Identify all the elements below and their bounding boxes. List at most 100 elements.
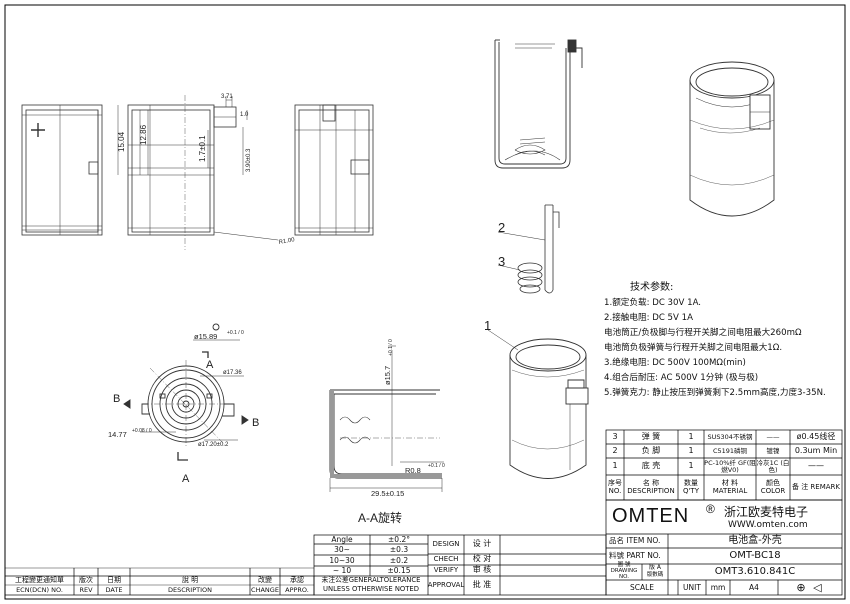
dim-height-total: 15.04 (117, 131, 126, 152)
tolerance-caption-2: UNLESS OTHERWISE NOTED (323, 585, 419, 594)
callout-2: 2 (498, 220, 505, 235)
tolerance-value: ±0.2° (388, 534, 410, 544)
dim-top-h2: 1.0 (240, 112, 249, 118)
tolerance-value: ±0.2 (389, 555, 409, 565)
dim-dia-1720: ø17.20±0.2 (198, 442, 229, 448)
dim-39: 3.90±0.3 (246, 148, 252, 172)
section-aa-dims: ø15.7 +0.1 / 0 R0.8 +0.1 / 0 29.5±0.15 A… (358, 339, 445, 525)
side-view (117, 95, 279, 250)
section-aa-view (329, 345, 444, 492)
bom-cell-qty: 1 (688, 445, 694, 455)
company-logo: OMTEN (612, 505, 690, 527)
dim-dia-top-tol: +0.1 / 0 (227, 330, 244, 336)
part-label: 料號 PART NO. (609, 551, 661, 561)
tolerance-range: 10~30 (329, 555, 355, 565)
approval-en: DESIGN (432, 539, 460, 548)
bom-grid (605, 429, 843, 596)
dim-height-inner: 12.86 (139, 124, 148, 145)
section-top-view (494, 39, 583, 169)
callout-1: 1 (484, 318, 491, 333)
dim-radius: R1.00 (278, 237, 295, 246)
company-url: WWW.omten.com (728, 520, 808, 530)
bottom-view-dims: A A B B ø15.89 +0.1 / 0 ø17.36 14.77 +0.… (108, 330, 259, 485)
iso-view-bottom (487, 329, 589, 479)
tech-param-line: 3.绝缘电阻: DC 500V 100MΩ(min) (604, 358, 746, 368)
tolerance-caption-1: 未注公差GENERALTOLERANCE (321, 576, 421, 585)
revision-col-cn: 版次 (79, 576, 93, 585)
tolerance-range: Angle (331, 534, 353, 544)
tech-param-line: 电池筒正/负极脚与行程开关脚之间电阻最大260mΩ (604, 328, 802, 338)
approval-cn: 批 准 (472, 580, 492, 590)
approval-cn: 校 对 (472, 554, 492, 564)
revision-col-cn: 說 明 (181, 576, 199, 585)
part-value: OMT-BC18 (729, 549, 781, 561)
bom-cell-no: 3 (612, 431, 618, 441)
bom-cell-no: 2 (612, 445, 618, 455)
bom-header-remark: 备 注 REMARK (791, 482, 841, 491)
tolerance-value: ±0.3 (389, 544, 409, 554)
side-view-dims: 15.04 12.86 1.7±0.1 3.90±0.3 3.71 1.0 R1… (117, 94, 296, 246)
terminal-spring-view (497, 204, 560, 294)
dim-dia-1736: ø17.36 (223, 370, 242, 376)
revision-col-en: DESCRIPTION (168, 585, 212, 594)
bom-cell-remark: 0.3um Min (794, 445, 838, 455)
bom-cell-color: 冷灰1C (白色) (756, 458, 790, 474)
bom-cell-name: 底 壳 (641, 461, 661, 471)
section-mark-b-left: B (113, 393, 120, 405)
revision-col-en: ECN(DCN) NO. (16, 585, 63, 594)
revision-col-cn: 工程變更通知單 (15, 576, 64, 585)
tolerance-range: 30~ (334, 544, 350, 554)
bom-cell-qty: 1 (688, 461, 694, 471)
section-mark-a-bottom: A (182, 473, 190, 485)
item-value: 电池盒-外壳 (728, 534, 782, 546)
callouts: 2 3 1 (484, 220, 505, 333)
approval-cn: 设 计 (472, 539, 492, 549)
version-sub: 版數碼 (646, 572, 664, 579)
tech-param-line: 5.弹簧克力: 静止按压到弹簧剩下2.5mm高度,力度3-35N. (604, 388, 826, 398)
unit-value: mm (710, 582, 726, 592)
approval-en: VERIFY (433, 565, 459, 574)
revision-col-en: APPRO. (285, 585, 309, 594)
bom-cell-name: 负 脚 (641, 445, 661, 455)
drawing-label: 圖 號 DRAWING NO. (610, 562, 638, 580)
tolerance-value: ±0.15 (387, 566, 411, 576)
revision-col-en: DATE (105, 585, 123, 594)
bom-header-material: 材 料 MATERIAL (712, 479, 748, 495)
dim-1477-tol: +0.08 / 0 (132, 428, 152, 434)
revision-col-en: CHANGE (251, 585, 279, 594)
unit-label: UNIT (683, 582, 701, 592)
approval-en: CHECH (433, 554, 459, 563)
bottom-view (123, 323, 249, 461)
version-label: 版 A (648, 564, 661, 572)
section-title: A-A旋转 (358, 510, 402, 525)
bom-cell-color: —— (766, 432, 780, 441)
bom-cell-material: C5191磷铜 (712, 446, 748, 455)
item-label: 品名 ITEM NO. (609, 536, 661, 546)
dim-top-h1: 3.71 (221, 94, 233, 100)
company-name: 浙江欧麦特电子 (724, 505, 809, 519)
bom-header-qty: 数量 Q'TY (683, 479, 699, 495)
bom-header-color: 颜色 COLOR (760, 479, 786, 495)
sheet-border (4, 4, 846, 600)
bom-cell-color: 镀镍 (766, 446, 780, 455)
bom-cell-no: 1 (612, 461, 618, 471)
bom-cell-remark: —— (808, 461, 824, 471)
bom-cell-material: SUS304不锈钢 (707, 432, 753, 441)
front-view (21, 104, 103, 236)
revision-col-cn: 改變 (258, 576, 272, 585)
revision-col-cn: 承認 (290, 576, 304, 585)
dim-dia-157-tol: +0.1 / 0 (388, 339, 394, 356)
section-mark-a-top: A (206, 359, 214, 371)
bom-header-no: 序号 NO. (608, 479, 622, 495)
approval-en: APPROVAL (427, 580, 465, 589)
bom-cell-material: PC-10%纤 GF(阻燃V0) (704, 458, 756, 474)
bom-cell-name: 弹 簧 (641, 431, 661, 441)
projection-icon: ⊕ ◁ (796, 580, 824, 594)
tech-param-line: 2.接触电阻: DC 5V 1A (604, 313, 693, 323)
tech-param-line: 电池筒负极弹簧与行程开关脚之间电阻最大1Ω. (604, 343, 783, 353)
section-mark-b-right: B (252, 417, 259, 429)
drawing-value: OMT3.610.841C (714, 565, 796, 577)
dim-dia-top: ø15.89 (194, 332, 217, 341)
bom-cell-qty: 1 (688, 431, 694, 441)
